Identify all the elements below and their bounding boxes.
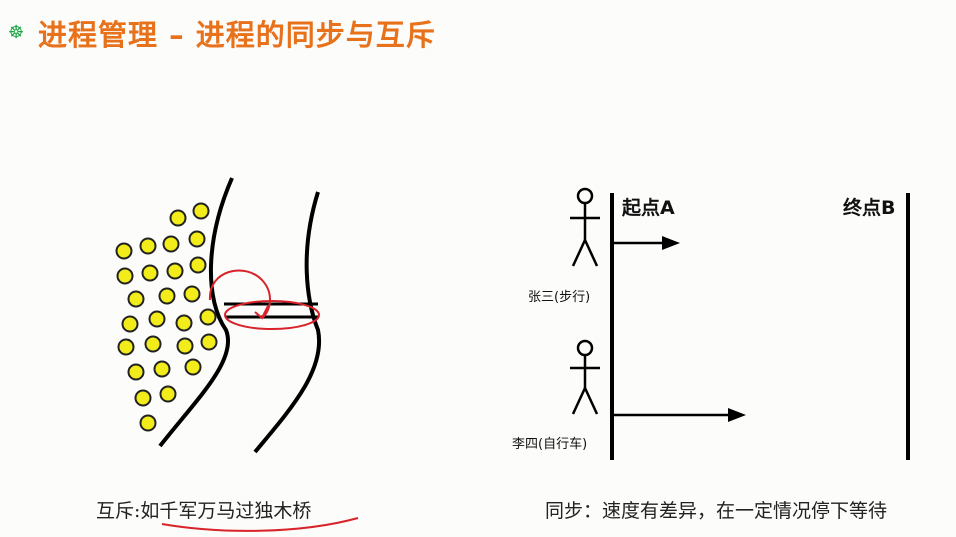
crowd-dot	[162, 235, 180, 253]
crowd-dot	[121, 315, 139, 333]
mutex-caption-emphasis: 如千军万马过独木桥	[140, 500, 312, 522]
crowd-dot	[169, 209, 187, 227]
crowd-dot	[184, 358, 202, 376]
sync-illustration	[570, 187, 910, 460]
person-zhangsan-figure	[570, 187, 600, 267]
crowd-dot	[144, 335, 162, 353]
mutex-illustration	[115, 177, 359, 532]
annotation-underline	[161, 517, 359, 532]
crowd-dot	[148, 310, 166, 328]
crowd-dot	[175, 314, 193, 332]
crowd-dot	[141, 264, 159, 282]
crowd-dot	[176, 337, 194, 355]
annotation-circle	[224, 300, 320, 330]
mutex-caption-prefix: 互斥:	[96, 500, 141, 522]
crowd-dot	[159, 385, 177, 403]
crowd	[115, 202, 218, 432]
walk-arrow	[612, 236, 680, 250]
slide-title: 进程管理 – 进程的同步与互斥	[38, 18, 436, 52]
crowd-dot	[139, 414, 157, 432]
crowd-dot	[158, 287, 176, 305]
slide-header: ☸ 进程管理 – 进程的同步与互斥	[8, 12, 436, 54]
mutex-caption: 互斥:如千军万马过独木桥	[96, 496, 311, 523]
crowd-dot	[199, 308, 217, 326]
person-lisi-label: 李四(自行车)	[512, 437, 588, 452]
crowd-dot	[116, 267, 134, 285]
crowd-dot	[115, 242, 133, 260]
person-zhangsan-label: 张三(步行)	[528, 290, 591, 305]
crowd-dot	[134, 389, 152, 407]
crowd-dot	[188, 230, 206, 248]
crowd-dot	[166, 262, 184, 280]
end-label: 终点B	[843, 197, 896, 219]
start-label: 起点A	[622, 197, 675, 219]
crowd-dot	[183, 285, 201, 303]
crowd-dot	[153, 360, 171, 378]
person-lisi-figure	[570, 339, 600, 415]
river-bank-left	[158, 177, 234, 448]
crowd-dot	[117, 338, 135, 356]
crowd-dot	[192, 202, 210, 220]
wheel-icon: ☸	[8, 22, 25, 43]
crowd-dot	[189, 256, 207, 274]
crowd-dot	[139, 237, 157, 255]
bike-arrow	[612, 408, 746, 422]
river-bank-right	[253, 191, 322, 454]
crowd-dot	[127, 363, 145, 381]
crowd-dot	[200, 333, 218, 351]
annotation-arrow	[208, 269, 271, 320]
crowd-dot	[127, 290, 145, 308]
sync-caption: 同步：速度有差异，在一定情况停下等待	[545, 500, 888, 522]
